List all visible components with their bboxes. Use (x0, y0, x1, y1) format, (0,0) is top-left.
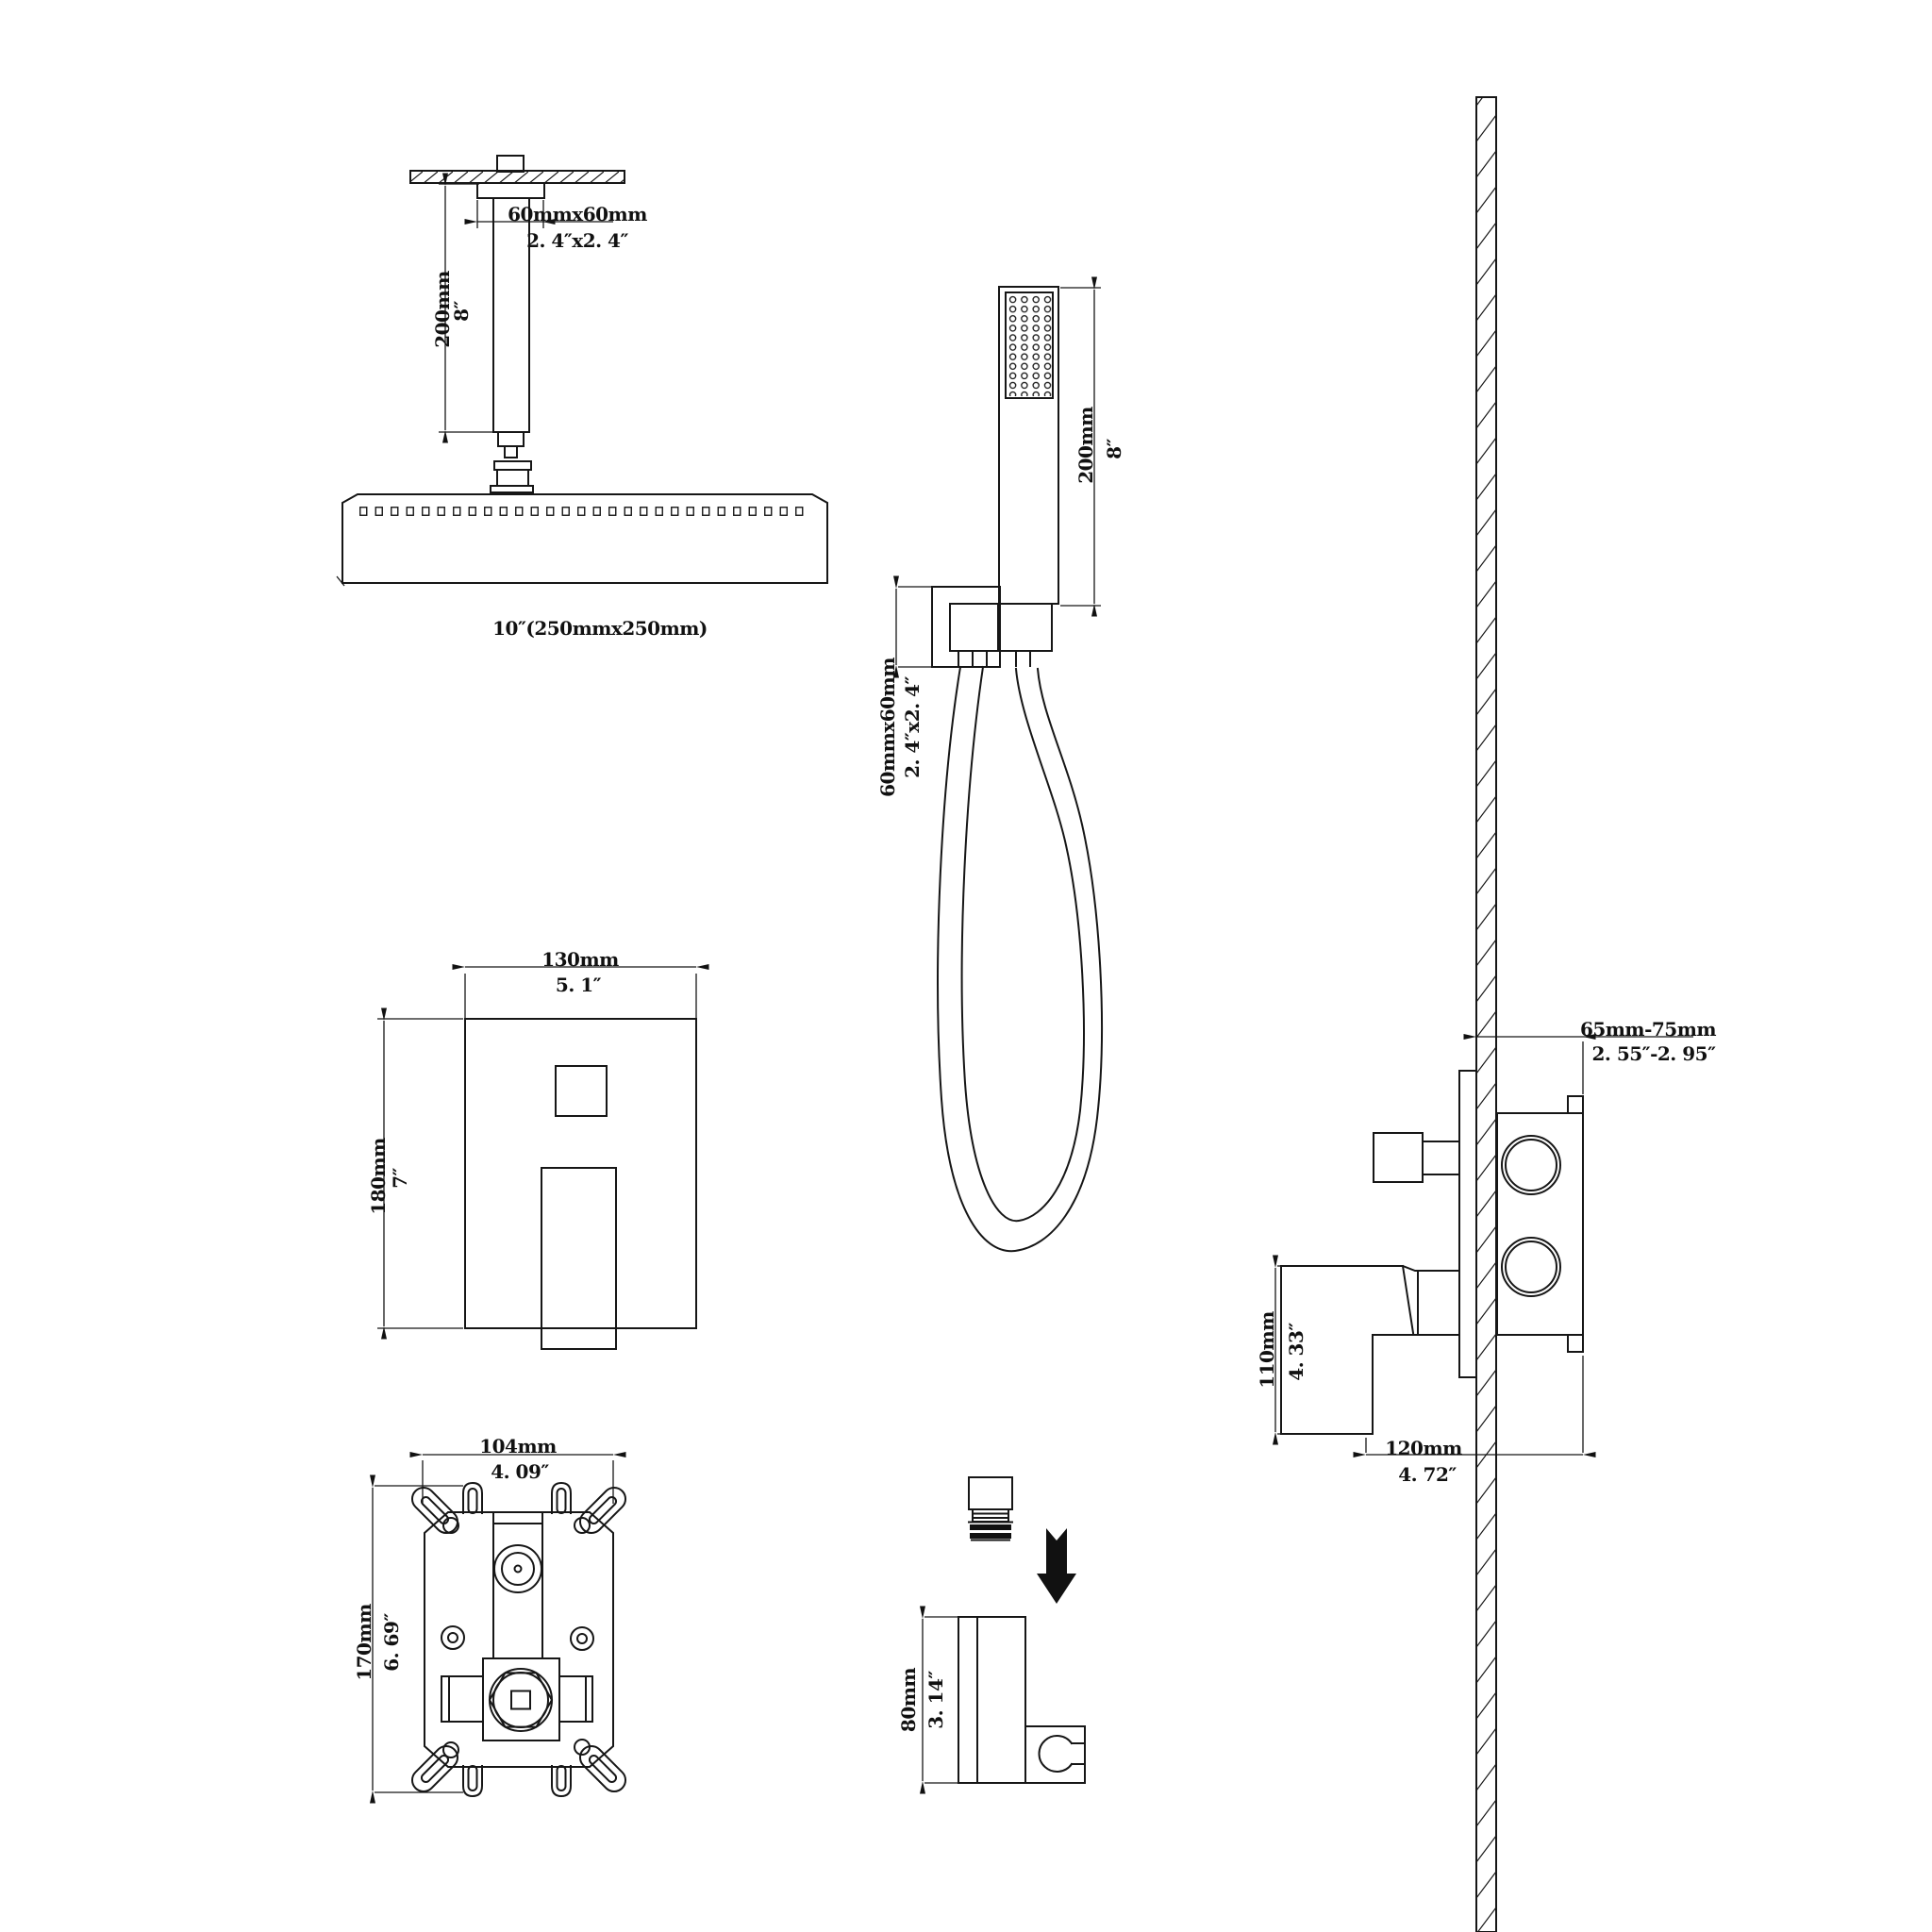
shower-arm (492, 197, 530, 433)
dim-label-wall-depth-mm: 65mm-75mm (1579, 1018, 1717, 1041)
ceiling-flange (476, 182, 545, 199)
dim-label-trim-width-mm: 130mm (541, 948, 619, 971)
dim-label-roughin-height-in: 6. 69″ (380, 1613, 403, 1672)
side-dimensions (1273, 1034, 1693, 1457)
trim-plate (464, 1018, 697, 1329)
valve-trim-view (377, 964, 709, 1350)
dim-label-ceiling-drop-mm: 200mm (431, 271, 454, 348)
ceiling-dimensions (336, 173, 613, 587)
trim-dimensions (377, 964, 709, 1340)
trim-plate-side (1458, 1070, 1477, 1378)
cartridge-stem (510, 1690, 531, 1710)
dim-label-handle-depth-mm: 120mm (1385, 1437, 1462, 1459)
hand-shower-dimensions (893, 276, 1101, 678)
holder-view (920, 1476, 1086, 1794)
slide-connector (968, 1476, 1013, 1541)
nozzle-row (359, 507, 810, 517)
dim-label-handshower-length-mm: 200mm (1074, 407, 1097, 484)
dim-label-wall-depth-in: 2. 55″-2. 95″ (1591, 1042, 1716, 1065)
valve-body-side (1496, 1095, 1584, 1353)
dim-label-ceiling-drop-in: 8″ (450, 301, 473, 322)
valve-mounting-plate (424, 1511, 614, 1768)
dim-label-roughin-width-in: 4. 09″ (491, 1460, 549, 1483)
dim-label-handle-depth-in: 4. 72″ (1398, 1463, 1457, 1486)
mounting-tabs (462, 1481, 572, 1798)
ceiling-surface (409, 170, 625, 184)
wall-section (1475, 96, 1497, 1932)
diverter-knob-side (1373, 1132, 1460, 1183)
holder-dimensions (920, 1606, 958, 1794)
ceiling-shower-view (336, 155, 828, 587)
side-ports (441, 1675, 593, 1723)
hex-nut (488, 1672, 554, 1728)
dim-label-head-size: 10″(250mmx250mm) (492, 617, 708, 640)
lever-handle-side (1280, 1264, 1460, 1435)
dim-label-trim-height-in: 7″ (389, 1168, 411, 1189)
side-view (1273, 96, 1693, 1932)
shower-head (341, 493, 828, 584)
corner-ears (410, 1486, 627, 1793)
dim-label-trim-width-in: 5. 1″ (555, 974, 602, 996)
ball-joint (490, 431, 534, 493)
hose-connectors (958, 650, 1031, 668)
dim-label-ceiling-arm-size-in: 2. 4″x2. 4″ (526, 229, 628, 252)
dim-label-bracket-size-in: 2. 4″x2. 4″ (901, 676, 924, 778)
insert-arrow (1037, 1528, 1076, 1604)
dim-label-handle-height-mm: 110mm (1256, 1311, 1278, 1389)
valve-cartridge-housing (482, 1657, 560, 1741)
wall-supply-elbow (931, 586, 1053, 668)
rough-in-valve-view (370, 1452, 627, 1804)
handset-holder (958, 1616, 1086, 1784)
lever-handle-front (541, 1167, 617, 1350)
diverter-button (555, 1065, 608, 1117)
spray-face (1005, 291, 1055, 399)
screw-holes (441, 1517, 594, 1758)
dim-label-holder-height-mm: 80mm (897, 1667, 920, 1733)
rough-in-dimensions (370, 1452, 626, 1804)
hand-shower-view (893, 276, 1103, 1253)
dim-label-holder-height-in: 3. 14″ (924, 1671, 947, 1729)
supply-stub (496, 155, 525, 173)
dim-label-handle-height-in: 4. 33″ (1285, 1323, 1307, 1381)
dim-label-roughin-width-mm: 104mm (479, 1435, 557, 1457)
dim-label-trim-height-mm: 180mm (367, 1138, 390, 1215)
dim-label-bracket-size-mm: 60mmx60mm (876, 658, 899, 797)
dim-label-handshower-length-in: 8″ (1103, 439, 1125, 459)
shower-hose (937, 665, 1103, 1253)
dim-label-ceiling-arm-size-mm: 60mmx60mm (508, 203, 647, 225)
top-inlet-pipe (492, 1511, 543, 1659)
dim-label-roughin-height-mm: 170mm (353, 1604, 375, 1681)
